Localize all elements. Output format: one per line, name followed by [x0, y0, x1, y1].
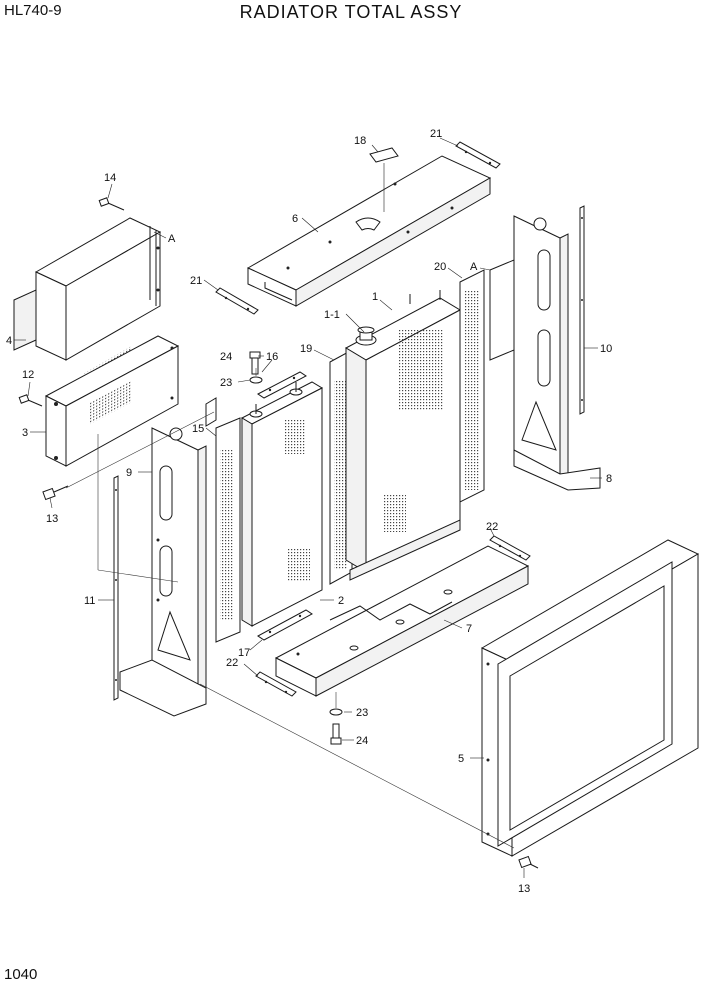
lower-cooler-part-3: [44, 335, 180, 467]
bolt-part-24-lower: [330, 723, 342, 745]
callout-24-upper: 24: [220, 351, 232, 363]
strip-plate-part-16: [257, 371, 307, 399]
callout-ref-a-left: A: [168, 233, 176, 245]
callout-22-upper: 22: [486, 521, 498, 533]
bolt-part-24-upper: [249, 351, 261, 375]
callout-18: 18: [354, 135, 366, 147]
strip-part-10: [579, 205, 585, 415]
bolt-part-14: [98, 197, 125, 211]
callout-15: 15: [192, 423, 204, 435]
strip-plate-part-21-upper: [455, 141, 501, 169]
callout-13-left: 13: [46, 513, 58, 525]
callout-16: 16: [266, 351, 278, 363]
page-number: 1040: [4, 966, 38, 983]
strip-plate-part-21-lower: [215, 287, 259, 315]
callout-23-upper: 23: [220, 377, 232, 389]
callout-4: 4: [6, 335, 12, 347]
radiator-part-1: [344, 290, 462, 581]
washer-part-23-upper: [249, 376, 263, 384]
callout-8: 8: [606, 473, 612, 485]
model-number: HL740-9: [4, 2, 62, 19]
callout-5: 5: [458, 753, 464, 765]
page-title: RADIATOR TOTAL ASSY: [239, 2, 463, 22]
top-cover-part-6: [246, 155, 492, 307]
shroud-frame-part-5: [480, 539, 700, 857]
callout-ref-a-right: A: [470, 261, 478, 273]
seal-strip-part-20: [459, 269, 485, 503]
label-plate-part-18: [369, 147, 399, 163]
callout-10: 10: [600, 343, 612, 355]
alignment-lines: [65, 368, 515, 849]
callout-6: 6: [292, 213, 298, 225]
callout-13-right: 13: [518, 883, 530, 895]
callout-20: 20: [434, 261, 446, 273]
callout-2: 2: [338, 595, 344, 607]
side-bracket-part-9: [119, 427, 207, 717]
bolt-part-13-left: [42, 485, 69, 501]
callout-7: 7: [466, 623, 472, 635]
callout-3: 3: [22, 427, 28, 439]
callout-21-left: 21: [190, 275, 202, 287]
callout-11: 11: [84, 595, 95, 607]
strip-plate-part-22-upper: [489, 535, 531, 561]
bottom-tray-part-7: [274, 545, 530, 697]
callout-19: 19: [300, 343, 312, 355]
callout-14: 14: [104, 172, 116, 184]
bolt-part-12: [18, 394, 43, 407]
strip-part-11: [113, 475, 119, 701]
callout-1: 1: [372, 291, 378, 303]
callout-9: 9: [126, 467, 132, 479]
seal-strip-part-15: [205, 397, 241, 643]
callout-labels: 14 A 4 12 3 13 9 11 21 6 18 21 1 1-1 19 …: [6, 128, 612, 895]
strip-plate-part-17: [257, 609, 313, 641]
callout-24-lower: 24: [356, 735, 368, 747]
side-bracket-part-8: [489, 215, 601, 491]
radiator-core-part-2: [240, 381, 324, 627]
callout-23-lower: 23: [356, 707, 368, 719]
bolt-part-13-right: [518, 855, 539, 869]
callout-12: 12: [22, 369, 34, 381]
callout-22-lower: 22: [226, 657, 238, 669]
callout-1-1: 1-1: [324, 309, 340, 321]
strip-plate-part-22-lower: [255, 671, 297, 697]
leader-lines: [14, 137, 602, 878]
washer-part-23-lower: [329, 708, 343, 716]
callout-21-right: 21: [430, 128, 442, 140]
callout-17: 17: [238, 647, 250, 659]
